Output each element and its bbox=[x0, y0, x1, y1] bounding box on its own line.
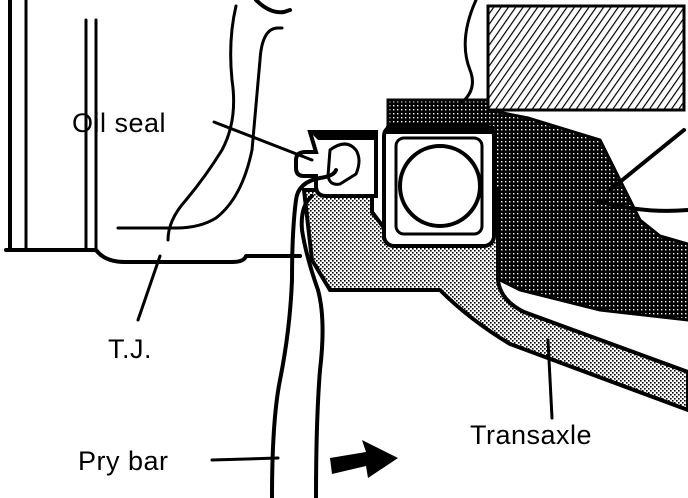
leader-lines bbox=[136, 120, 554, 462]
direction-arrow bbox=[330, 440, 398, 478]
transaxle-label: Transaxle bbox=[470, 420, 592, 450]
pry-bar-leader bbox=[210, 456, 280, 462]
tj-leader bbox=[136, 254, 162, 322]
pry-bar bbox=[270, 168, 338, 498]
pry-bar-label: Pry bar bbox=[78, 446, 169, 476]
bearing-ball bbox=[398, 144, 482, 228]
transaxle-leader bbox=[546, 338, 554, 420]
oil-seal-leader bbox=[212, 120, 314, 162]
tj-label: T.J. bbox=[108, 334, 152, 364]
oil-seal-label: Oil seal bbox=[72, 108, 166, 138]
ball-bearing bbox=[382, 124, 496, 248]
oil-seal bbox=[294, 130, 378, 198]
tj-housing bbox=[4, 0, 302, 264]
